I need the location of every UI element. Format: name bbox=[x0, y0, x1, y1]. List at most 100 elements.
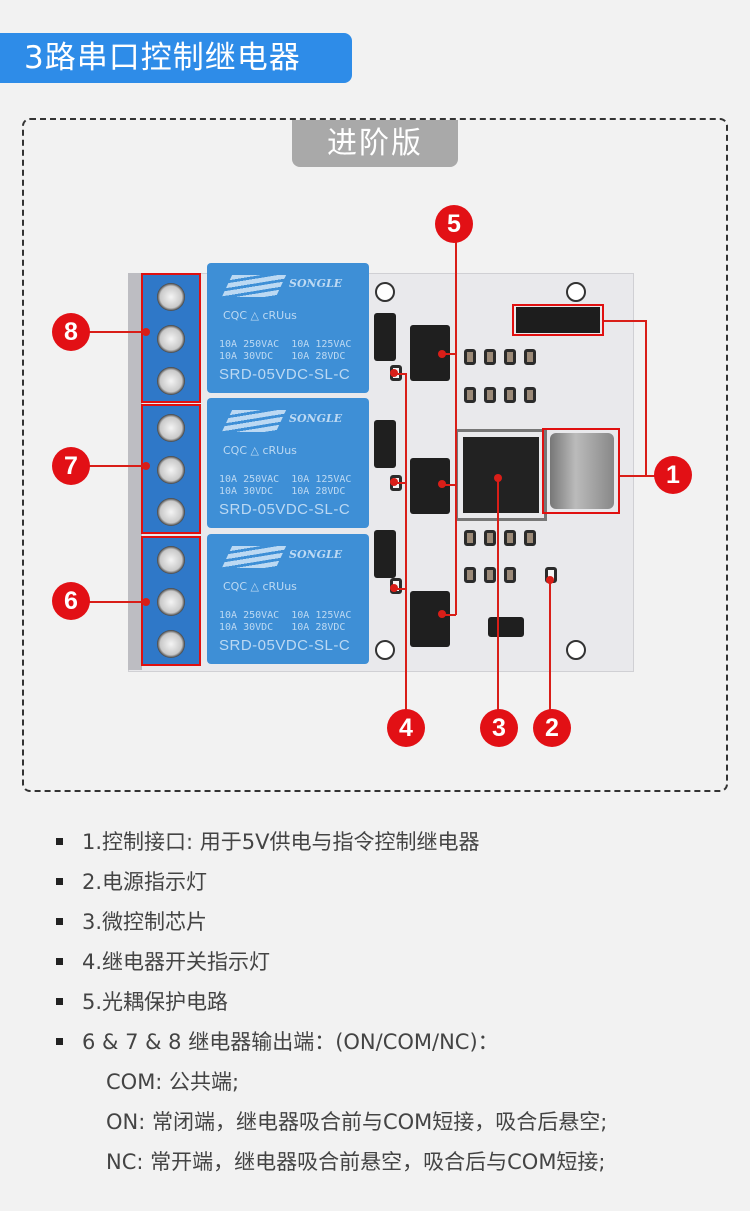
callout-badge-7: 7 bbox=[52, 447, 90, 485]
smd-component bbox=[464, 530, 476, 546]
bullet-icon bbox=[56, 998, 63, 1005]
callout-line-5c bbox=[444, 614, 456, 616]
callout-line-4c bbox=[396, 588, 406, 590]
feature-legend: 1.控制接口: 用于5V供电与指令控制继电器 2.电源指示灯 3.微控制芯片 4… bbox=[56, 826, 736, 1186]
callout-line-3 bbox=[497, 478, 499, 710]
callout-dot-5 bbox=[438, 480, 446, 488]
version-tag: 进阶版 bbox=[292, 120, 458, 167]
pin-header bbox=[516, 307, 600, 333]
screw-icon bbox=[157, 630, 185, 658]
bullet-icon bbox=[56, 1038, 63, 1045]
legend-sub-item-com: COM: 公共端; bbox=[106, 1070, 240, 1094]
terminal-block-8 bbox=[141, 273, 201, 403]
legend-item: 5.光耦保护电路 bbox=[56, 986, 736, 1026]
smd-component bbox=[524, 387, 536, 403]
relay-brand: SONGLE bbox=[289, 548, 343, 561]
smd-component bbox=[524, 349, 536, 365]
songle-logo-icon bbox=[221, 410, 287, 432]
callout-dot-8 bbox=[142, 328, 150, 336]
callout-line-1c bbox=[645, 320, 647, 477]
relay-3: SONGLE CQC △ cRUus 10A 250VAC 10A 125VAC… bbox=[207, 534, 369, 664]
callout-line-8 bbox=[88, 331, 146, 333]
bullet-icon bbox=[56, 878, 63, 885]
callout-line-1a bbox=[604, 320, 646, 322]
callout-dot-5 bbox=[438, 350, 446, 358]
screw-icon bbox=[157, 546, 185, 574]
smd-component bbox=[484, 530, 496, 546]
songle-logo-icon bbox=[221, 275, 287, 297]
relay-cert: CQC △ cRUus bbox=[223, 309, 297, 322]
callout-line-5 bbox=[455, 240, 457, 615]
callout-line-1b bbox=[620, 475, 646, 477]
relay-specs: 10A 250VAC 10A 125VAC 10A 30VDC 10A 28VD… bbox=[219, 474, 352, 497]
bullet-icon bbox=[56, 838, 63, 845]
usb-c-port bbox=[550, 433, 614, 509]
smd-component bbox=[484, 349, 496, 365]
page-title: 3路串口控制继电器 bbox=[0, 33, 352, 83]
screw-icon bbox=[157, 414, 185, 442]
callout-dot-7 bbox=[142, 462, 150, 470]
relay-1: SONGLE CQC △ cRUus 10A 250VAC 10A 125VAC… bbox=[207, 263, 369, 393]
callout-dot-6 bbox=[142, 598, 150, 606]
callout-line-1d bbox=[645, 475, 657, 477]
callout-dot-4 bbox=[390, 478, 398, 486]
screw-icon bbox=[157, 456, 185, 484]
terminal-block-6 bbox=[141, 536, 201, 666]
legend-item: 1.控制接口: 用于5V供电与指令控制继电器 bbox=[56, 826, 736, 866]
legend-text: 2.电源指示灯 bbox=[82, 870, 208, 894]
smd-component bbox=[524, 530, 536, 546]
relay-model: SRD-05VDC-SL-C bbox=[219, 366, 351, 383]
legend-item: 2.电源指示灯 bbox=[56, 866, 736, 906]
relay-cert: CQC △ cRUus bbox=[223, 444, 297, 457]
legend-text: 1.控制接口: 用于5V供电与指令控制继电器 bbox=[82, 830, 480, 854]
legend-sub-item-on: ON: 常闭端，继电器吸合前与COM短接，吸合后悬空; bbox=[106, 1110, 608, 1134]
legend-item: 6 & 7 & 8 继电器输出端：(ON/COM/NC)： bbox=[56, 1026, 736, 1066]
screw-icon bbox=[157, 283, 185, 311]
legend-item: 3.微控制芯片 bbox=[56, 906, 736, 946]
callout-dot-5 bbox=[438, 610, 446, 618]
callout-line-2 bbox=[549, 580, 551, 710]
highlight-usb-c bbox=[542, 428, 620, 514]
smd-component bbox=[464, 567, 476, 583]
callout-dot-4 bbox=[390, 584, 398, 592]
relay-cert: CQC △ cRUus bbox=[223, 580, 297, 593]
callout-badge-5: 5 bbox=[435, 205, 473, 243]
smd-component bbox=[464, 387, 476, 403]
relay-brand: SONGLE bbox=[289, 277, 343, 290]
relay-model: SRD-05VDC-SL-C bbox=[219, 637, 351, 654]
screw-icon bbox=[157, 367, 185, 395]
relay-brand: SONGLE bbox=[289, 412, 343, 425]
callout-line-4 bbox=[405, 373, 407, 710]
callout-badge-4: 4 bbox=[387, 709, 425, 747]
diode bbox=[374, 313, 396, 361]
mounting-hole bbox=[566, 282, 586, 302]
screw-icon bbox=[157, 588, 185, 616]
smd-component bbox=[484, 567, 496, 583]
callout-line-4a bbox=[396, 373, 406, 375]
mounting-hole bbox=[375, 282, 395, 302]
legend-text: 4.继电器开关指示灯 bbox=[82, 950, 271, 974]
smd-component bbox=[464, 349, 476, 365]
highlight-pin-header bbox=[512, 304, 604, 336]
callout-badge-3: 3 bbox=[480, 709, 518, 747]
relay-2: SONGLE CQC △ cRUus 10A 250VAC 10A 125VAC… bbox=[207, 398, 369, 528]
callout-badge-6: 6 bbox=[52, 582, 90, 620]
callout-line-5b bbox=[444, 484, 456, 486]
callout-line-5a bbox=[444, 353, 456, 355]
mounting-hole bbox=[566, 640, 586, 660]
callout-dot-4 bbox=[390, 369, 398, 377]
pcb-edge bbox=[128, 273, 142, 670]
callout-dot-2 bbox=[546, 576, 554, 584]
smd-component bbox=[504, 530, 516, 546]
callout-line-7 bbox=[88, 465, 146, 467]
optocoupler-3 bbox=[410, 591, 450, 647]
relay-specs: 10A 250VAC 10A 125VAC 10A 30VDC 10A 28VD… bbox=[219, 339, 352, 362]
smd-component bbox=[484, 387, 496, 403]
screw-icon bbox=[157, 498, 185, 526]
relay-specs: 10A 250VAC 10A 125VAC 10A 30VDC 10A 28VD… bbox=[219, 610, 352, 633]
mounting-hole bbox=[375, 640, 395, 660]
callout-badge-2: 2 bbox=[533, 709, 571, 747]
legend-text: 3.微控制芯片 bbox=[82, 910, 208, 934]
smd-component bbox=[504, 567, 516, 583]
callout-dot-3 bbox=[494, 474, 502, 482]
